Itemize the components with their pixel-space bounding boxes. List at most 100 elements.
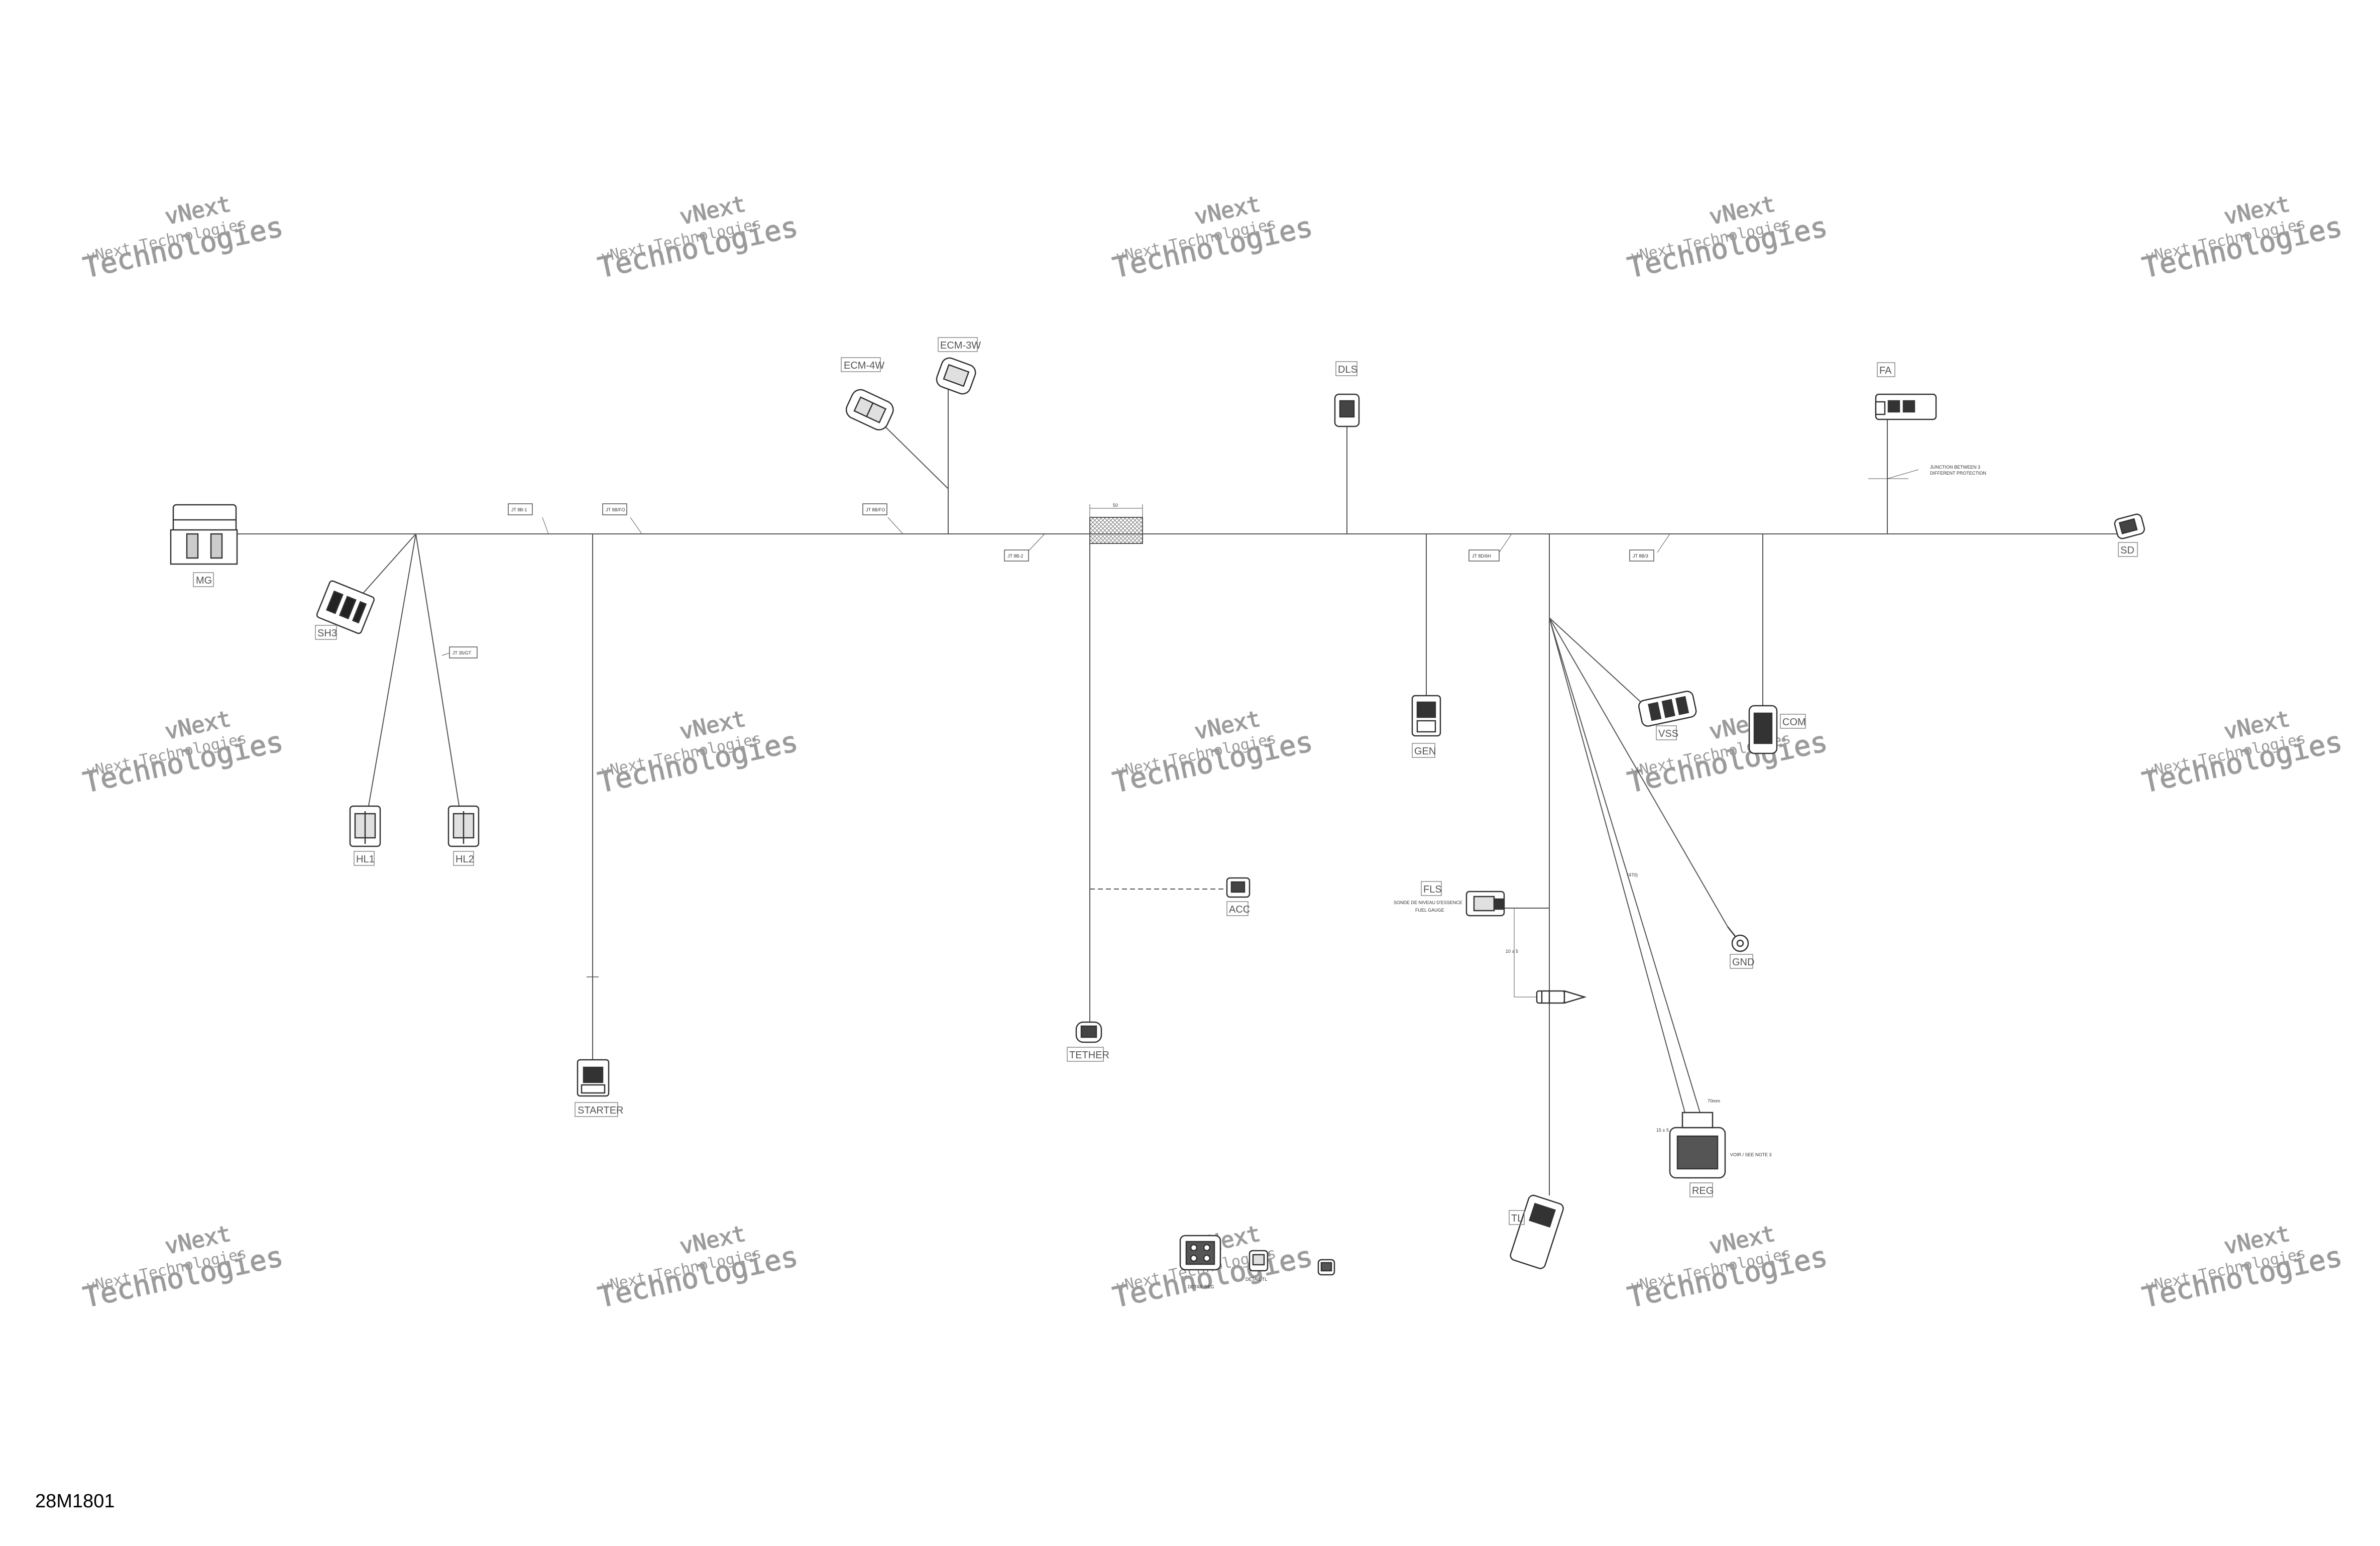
fls-note-en: FUEL GAUGE xyxy=(1415,908,1444,913)
svg-text:VSS: VSS xyxy=(1658,728,1678,739)
wire-tag-1: JT 8B-1 xyxy=(508,503,533,515)
label-com: COM xyxy=(1780,714,1806,729)
label-tl: TL xyxy=(1509,1210,1525,1225)
tape-section: 50 xyxy=(1089,503,1143,544)
branch-vss xyxy=(1549,617,1645,706)
connector-fls[interactable] xyxy=(1465,891,1505,917)
svg-text:HL2: HL2 xyxy=(456,854,474,865)
svg-text:DLS: DLS xyxy=(1338,364,1357,375)
svg-text:JT 9B/FO: JT 9B/FO xyxy=(606,507,625,512)
wire-tag-2: JT 9B/FO xyxy=(602,503,627,515)
svg-text:REG: REG xyxy=(1692,1185,1714,1196)
connector-reg[interactable] xyxy=(1669,1112,1726,1179)
detail-c-view xyxy=(1317,1259,1335,1276)
label-acc: ACC xyxy=(1226,901,1250,916)
label-starter: STARTER xyxy=(575,1102,624,1117)
svg-text:ECM-4W: ECM-4W xyxy=(844,360,884,371)
connector-mg[interactable] xyxy=(170,504,238,565)
label-reg: REG xyxy=(1689,1182,1714,1197)
svg-text:JT 8D/6H: JT 8D/6H xyxy=(1472,554,1491,559)
svg-text:JT 8B-1: JT 8B-1 xyxy=(511,507,527,512)
label-sd: SD xyxy=(2118,542,2138,557)
fls-dim: 10 ± 5 xyxy=(1506,949,1518,954)
connector-ecm-4w[interactable] xyxy=(843,387,896,433)
label-hl1: HL1 xyxy=(354,851,375,866)
connector-hl2[interactable] xyxy=(447,805,480,847)
fls-note-fr: SONDE DE NIVEAU D'ESSENCE xyxy=(1394,900,1462,905)
branch-reg-b xyxy=(1549,617,1701,1113)
connector-tether[interactable] xyxy=(1075,1021,1102,1043)
svg-text:COM: COM xyxy=(1782,717,1806,728)
label-gnd: GND xyxy=(1730,954,1754,969)
svg-text:JT 8B/FO: JT 8B/FO xyxy=(866,507,885,512)
branch-hl1 xyxy=(368,533,416,809)
svg-text:JT 8B/3: JT 8B/3 xyxy=(1633,554,1648,559)
wire-tag-7: JT 35/GT xyxy=(449,646,478,658)
label-ecm-4w: ECM-4W xyxy=(841,357,884,372)
svg-text:ACC: ACC xyxy=(1229,904,1250,915)
connectors xyxy=(170,356,2145,1276)
connector-fa[interactable] xyxy=(1875,393,1937,420)
svg-text:MG: MG xyxy=(196,575,212,586)
detail-reg-view xyxy=(1179,1235,1221,1271)
wire-tag-4: JT 8B-2 xyxy=(1004,549,1029,562)
connector-sd[interactable] xyxy=(2114,513,2145,540)
fa-note-2: DIFFERENT PROTECTION xyxy=(1930,471,1986,476)
branch-hl2 xyxy=(415,533,460,809)
svg-text:SD: SD xyxy=(2120,545,2134,556)
connector-dls[interactable] xyxy=(1334,393,1360,427)
svg-text:GND: GND xyxy=(1732,957,1754,968)
reg-dim-2: 15 ± 5 xyxy=(1656,1128,1669,1133)
connector-sh3[interactable] xyxy=(316,580,375,634)
wiring xyxy=(236,359,2117,1195)
label-vss: VSS xyxy=(1656,725,1678,740)
connector-starter[interactable] xyxy=(577,1059,610,1097)
wire-tag-3: JT 8B/FO xyxy=(862,503,887,515)
branch-sh3 xyxy=(359,533,416,598)
svg-text:JT 8B-2: JT 8B-2 xyxy=(1007,554,1023,559)
connector-vss[interactable] xyxy=(1638,690,1697,727)
label-sh3: SH3 xyxy=(315,625,337,640)
annotations: SONDE DE NIVEAU D'ESSENCE FUEL GAUGE JUN… xyxy=(1188,465,1986,1289)
label-dls: DLS xyxy=(1335,361,1357,376)
branch-ecm-4w xyxy=(882,424,949,489)
connector-gnd[interactable] xyxy=(1727,926,1749,952)
label-fls: FLS xyxy=(1421,881,1442,896)
reg-dim-1: 70mm xyxy=(1708,1098,1720,1103)
wire-tag-6: JT 8B/3 xyxy=(1629,549,1654,562)
svg-text:TETHER: TETHER xyxy=(1069,1050,1109,1061)
connector-ecm-3w[interactable] xyxy=(934,356,977,396)
label-ecm-3w: ECM-3W xyxy=(938,337,981,352)
branch-reg-a xyxy=(1549,617,1685,1113)
svg-text:TL: TL xyxy=(1511,1213,1523,1224)
svg-text:GEN: GEN xyxy=(1414,746,1436,757)
tape-dim: 50 xyxy=(1113,503,1118,508)
connector-acc[interactable] xyxy=(1226,877,1251,898)
detail-tl-view xyxy=(1249,1250,1269,1272)
connector-com[interactable] xyxy=(1748,705,1778,754)
connector-gen[interactable] xyxy=(1411,695,1441,737)
label-gen: GEN xyxy=(1412,743,1436,758)
connector-hl1[interactable] xyxy=(349,805,381,847)
label-tether: TETHER xyxy=(1067,1047,1109,1062)
wire-tags: JT 8B-1 JT 9B/FO JT 8B/FO JT 8B-2 JT 8D/… xyxy=(449,503,1654,658)
svg-text:SH3: SH3 xyxy=(317,628,337,639)
svg-text:HL1: HL1 xyxy=(356,854,375,865)
svg-text:FA: FA xyxy=(1879,365,1892,376)
svg-text:ECM-3W: ECM-3W xyxy=(940,340,981,351)
label-hl2: HL2 xyxy=(453,851,474,866)
connector-tl[interactable] xyxy=(1509,1194,1564,1270)
